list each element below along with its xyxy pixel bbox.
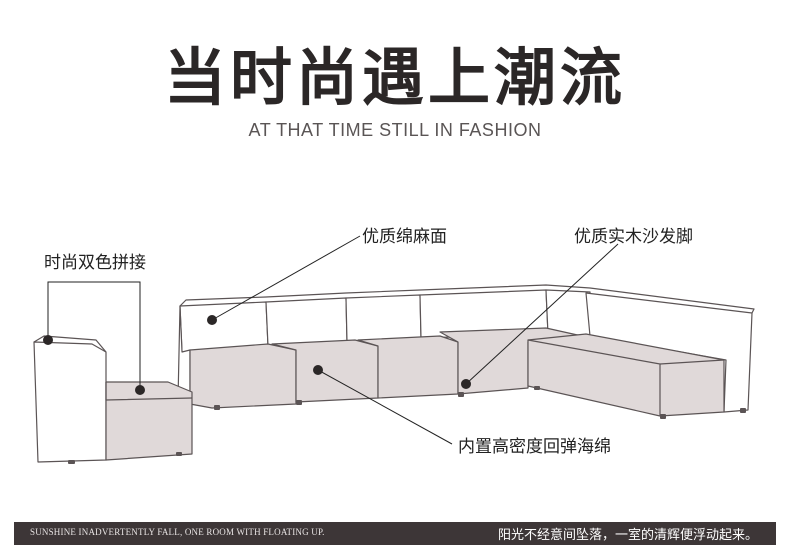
wood-leg	[660, 414, 666, 419]
callout-dot	[461, 379, 471, 389]
callout-dot	[313, 365, 323, 375]
sectional-sofa-illustration	[33, 235, 755, 464]
module-seat	[105, 381, 193, 461]
footer-english-text: SUNSHINE INADVERTENTLY FALL, ONE ROOM WI…	[30, 527, 325, 537]
callout-wood-legs: 优质实木沙发脚	[574, 227, 693, 247]
wood-leg	[296, 400, 302, 405]
chaise-cushion	[527, 333, 725, 417]
wood-leg	[68, 460, 75, 464]
callout-linen-surface: 优质绵麻面	[362, 227, 447, 247]
module-back	[33, 341, 107, 463]
footer-bar: SUNSHINE INADVERTENTLY FALL, ONE ROOM WI…	[14, 522, 776, 545]
callout-dot	[135, 385, 145, 395]
wood-leg	[534, 386, 540, 390]
sofa-back-panel	[345, 294, 422, 343]
callout-line-foam	[317, 369, 453, 445]
wood-leg	[740, 408, 746, 413]
footer-chinese-text: 阳光不经意间坠落，一室的清辉便浮动起来。	[497, 528, 758, 543]
wood-leg	[176, 452, 182, 456]
callout-dot	[43, 335, 53, 345]
callout-line-wood-legs	[465, 243, 619, 385]
page-subtitle: AT THAT TIME STILL IN FASHION	[248, 120, 542, 140]
callout-color-splice: 时尚双色拼接	[44, 253, 146, 273]
wood-leg	[214, 405, 220, 410]
callout-line-color-splice	[47, 281, 141, 390]
callout-line-linen	[211, 235, 361, 321]
callout-foam-filling: 内置高密度回弹海绵	[458, 437, 611, 457]
page-title: 当时尚遇上潮流	[163, 41, 626, 114]
sofa-back-panel	[265, 297, 348, 347]
wood-leg	[458, 392, 464, 397]
seat-cushion	[189, 343, 297, 409]
callout-dot	[207, 315, 217, 325]
